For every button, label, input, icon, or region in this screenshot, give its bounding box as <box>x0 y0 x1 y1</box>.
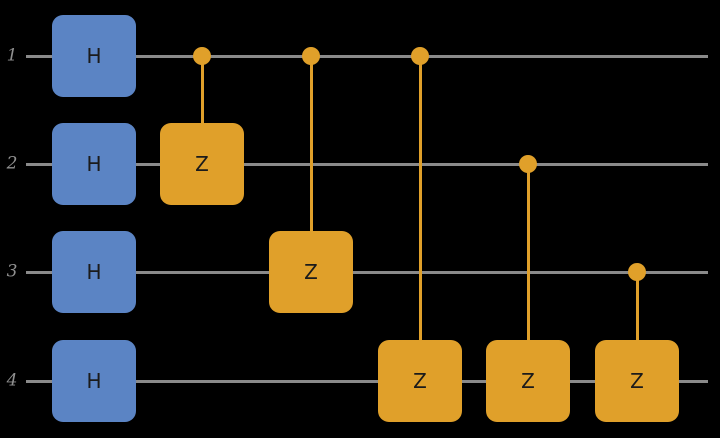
h-gate-q3[interactable]: H <box>52 231 136 313</box>
qubit-label-4: 4 <box>6 370 18 391</box>
qubit-label-2: 2 <box>6 153 18 174</box>
control-dot-q2-to-q4[interactable] <box>519 155 537 173</box>
control-link-q1-to-q3 <box>310 56 313 245</box>
gate-label: H <box>86 260 102 284</box>
gate-label: H <box>86 369 102 393</box>
gate-label: Z <box>195 152 209 176</box>
control-dot-q1-to-q4[interactable] <box>411 47 429 65</box>
cz-gate-q1-q2[interactable]: Z <box>160 123 244 205</box>
h-gate-q4[interactable]: H <box>52 340 136 422</box>
qubit-wire-3 <box>26 271 708 274</box>
gate-label: Z <box>413 369 427 393</box>
qubit-wire-2 <box>26 163 708 166</box>
gate-label: Z <box>521 369 535 393</box>
qubit-wire-4 <box>26 380 708 383</box>
qubit-wire-1 <box>26 55 708 58</box>
gate-label: Z <box>304 260 318 284</box>
control-link-q1-to-q2 <box>201 56 204 137</box>
h-gate-q1[interactable]: H <box>52 15 136 97</box>
control-link-q1-to-q4 <box>419 56 422 354</box>
cz-gate-q1-q3[interactable]: Z <box>269 231 353 313</box>
control-dot-q1-to-q2[interactable] <box>193 47 211 65</box>
gate-label: H <box>86 152 102 176</box>
cz-gate-q1-q4[interactable]: Z <box>378 340 462 422</box>
gate-label: Z <box>630 369 644 393</box>
qubit-label-3: 3 <box>6 261 18 282</box>
control-link-q2-to-q4 <box>527 164 530 354</box>
control-link-q3-to-q4 <box>636 272 639 354</box>
cz-gate-q2-q4[interactable]: Z <box>486 340 570 422</box>
gate-label: H <box>86 44 102 68</box>
control-dot-q3-to-q4[interactable] <box>628 263 646 281</box>
control-dot-q1-to-q3[interactable] <box>302 47 320 65</box>
qubit-label-1: 1 <box>6 45 18 66</box>
cz-gate-q3-q4[interactable]: Z <box>595 340 679 422</box>
h-gate-q2[interactable]: H <box>52 123 136 205</box>
